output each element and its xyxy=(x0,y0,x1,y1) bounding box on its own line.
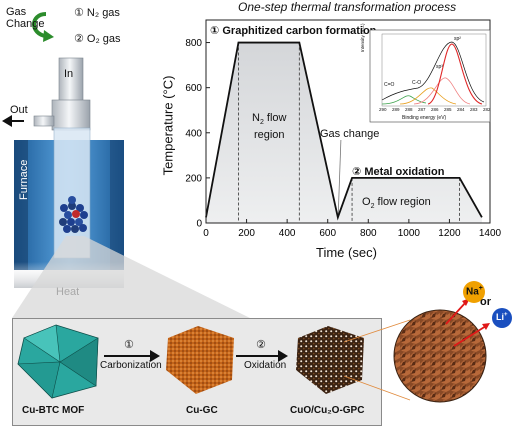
gpc-label: CuO/Cu₂O-GPC xyxy=(290,405,365,416)
quartz-tube xyxy=(53,127,91,259)
step2-marker: ② xyxy=(256,339,266,351)
n2-region-label: N2 flow region xyxy=(252,112,287,142)
inset-x-tick-label: 284 xyxy=(457,107,465,112)
step1-marker: ① xyxy=(124,339,134,351)
inset-peak-cco xyxy=(381,95,427,105)
x-tick-label: 0 xyxy=(203,228,209,239)
heat-label: Heat xyxy=(56,286,80,298)
inset-x-tick-label: 289 xyxy=(392,107,400,112)
x-tick-label: 200 xyxy=(238,228,255,239)
inset-peak-label-cco: C=O xyxy=(384,82,395,88)
chart-title: One-step thermal transformation process xyxy=(238,0,457,14)
x-tick-label: 1000 xyxy=(398,228,421,239)
xps-inset xyxy=(369,29,491,123)
outlet-label: Out xyxy=(10,104,28,116)
inset-x-tick-label: 288 xyxy=(405,107,413,112)
stage2-label: ② Metal oxidation xyxy=(352,166,445,178)
o2-region-label: O2 flow region xyxy=(362,196,431,211)
inset-peak-label-co: C-O xyxy=(412,80,422,86)
outlet-tube xyxy=(33,115,55,127)
inset-x-tick-label: 290 xyxy=(379,107,387,112)
x-tick-label: 400 xyxy=(279,228,296,239)
gas-change-pointer xyxy=(337,139,342,214)
inset-peak-sp2 xyxy=(427,43,483,105)
inset-xlabel: Binding energy (eV) xyxy=(402,115,447,121)
x-tick-label: 600 xyxy=(319,228,336,239)
x-tick-label: 1400 xyxy=(479,228,502,239)
inset-x-tick-label: 283 xyxy=(470,107,478,112)
inlet-label: In xyxy=(64,68,74,80)
inset-x-tick-label: 285 xyxy=(444,107,452,112)
inset-peak-label-sp2: sp² xyxy=(454,36,461,42)
inset-envelope xyxy=(381,41,485,103)
gas-option-o2: ② O₂ gas xyxy=(74,33,121,45)
inset-x-tick-label: 287 xyxy=(418,107,426,112)
li-ion-label: Li+ xyxy=(496,312,508,322)
x-tick-label: 1200 xyxy=(438,228,461,239)
gas-option-n2: ① N₂ gas xyxy=(74,7,120,19)
mof-label: Cu-BTC MOF xyxy=(22,405,85,416)
x-axis-label: Time (sec) xyxy=(316,245,377,260)
na-ion-label: Na+ xyxy=(466,285,483,298)
oxidation-label: Oxidation xyxy=(244,360,287,371)
gc-label: Cu-GC xyxy=(186,405,218,416)
or-label: or xyxy=(480,296,491,308)
gas-change-arrow xyxy=(32,12,47,38)
stage1-label: ① Graphitized carbon formation xyxy=(210,25,377,37)
sample-particles xyxy=(59,196,88,233)
inset-peak-co xyxy=(399,87,457,105)
x-tick-label: 800 xyxy=(360,228,377,239)
inset-peak-sp3 xyxy=(413,77,471,105)
gas-change-annotation: Gas change xyxy=(320,128,380,140)
inset-x-tick-label: 286 xyxy=(431,107,439,112)
inset-x-tick-label: 282 xyxy=(483,107,491,112)
y-axis-label: Temperature (°C) xyxy=(160,75,176,176)
magnified-pore-view xyxy=(393,309,487,403)
carbonization-label: Carbonization xyxy=(100,360,162,371)
inset-ylabel: Intensity (a.u.) xyxy=(360,23,365,52)
gas-change-label: Gas Change xyxy=(6,6,45,30)
furnace-label: Furnace xyxy=(18,159,30,200)
inset-peak-label-sp3: sp³ xyxy=(436,64,443,70)
